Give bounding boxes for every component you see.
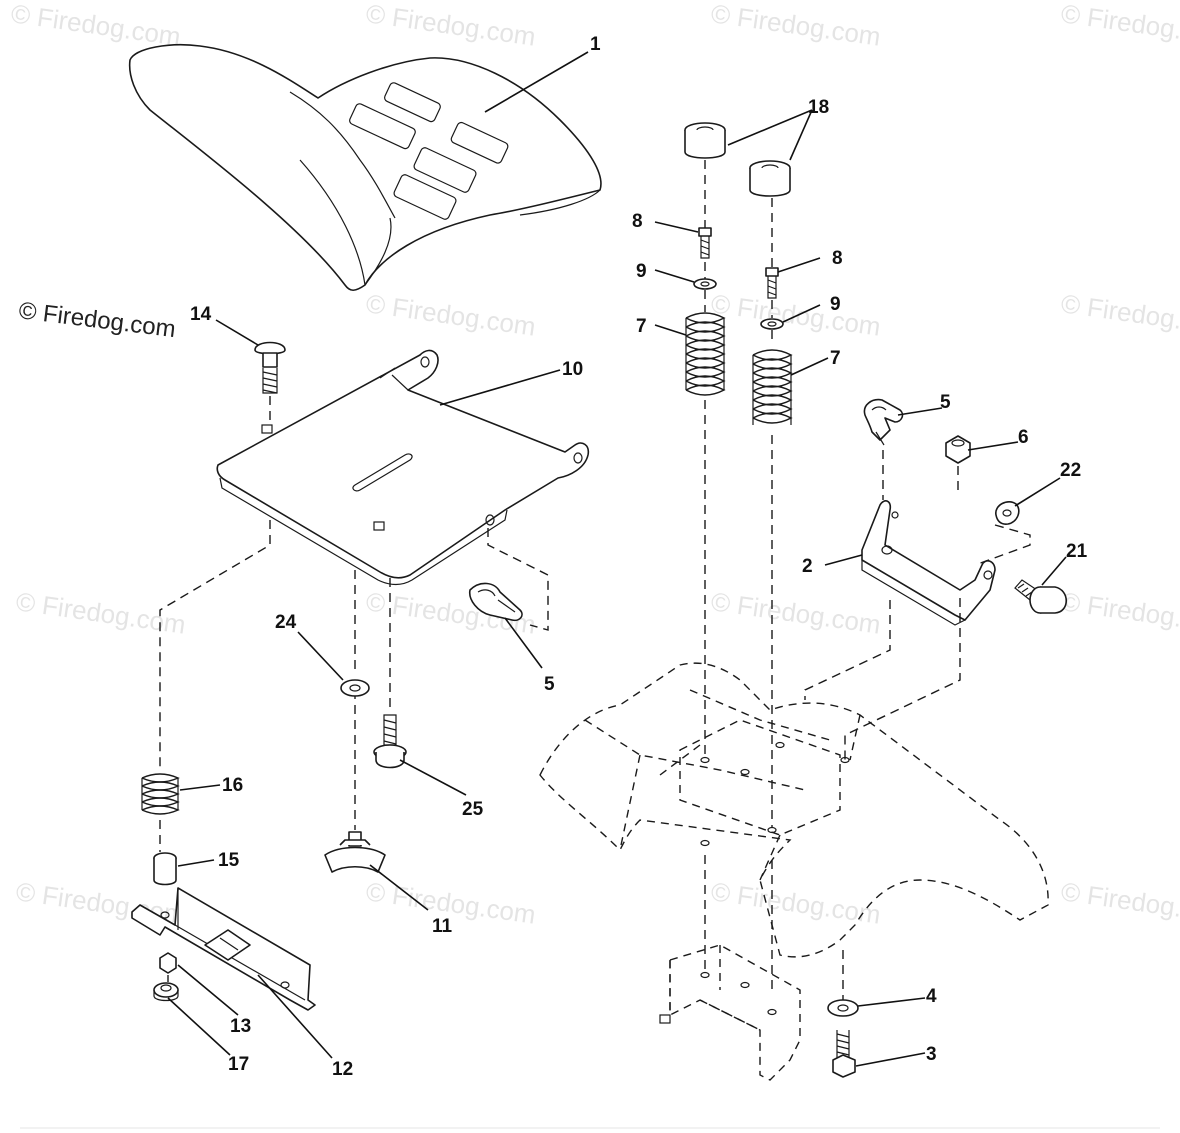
leader-lines <box>167 51 1067 1067</box>
clip-part <box>468 582 523 622</box>
watermark: © Firedog.com <box>709 586 882 639</box>
watermark: © Firedog.com <box>364 0 537 52</box>
coil-spring-part <box>685 312 726 396</box>
callout-label-9-left: 9 <box>636 261 647 282</box>
coil-spring-part <box>752 349 793 425</box>
watermark-layer: © Firedog.com © Firedog.com © Firedog.co… <box>9 0 1180 930</box>
callout-label-2: 2 <box>802 556 813 577</box>
callout-label-16: 16 <box>222 775 243 796</box>
callout-label-4: 4 <box>926 986 937 1007</box>
knob-part <box>324 831 386 873</box>
screw-part <box>765 267 779 299</box>
clip-part <box>863 398 904 446</box>
callout-label-25: 25 <box>462 799 484 820</box>
watermark: © Firedog.com <box>709 0 882 52</box>
watermark: © Firedog.com <box>9 0 182 52</box>
callout-label-15: 15 <box>218 850 240 871</box>
seat-bracket-part <box>131 887 316 1011</box>
callout-label-24: 24 <box>275 612 297 633</box>
callout-label-18: 18 <box>808 97 829 118</box>
callout-label-6: 6 <box>1018 427 1029 448</box>
callout-label-8-right: 8 <box>832 248 843 269</box>
watermark: © Firedog.com <box>364 288 537 341</box>
callout-label-22: 22 <box>1060 460 1081 481</box>
watermark: © Firedog.com <box>1059 876 1180 929</box>
watermark: © Firedog.com <box>14 586 187 639</box>
callout-label-5-right: 5 <box>940 392 951 413</box>
callout-label-10: 10 <box>562 359 583 380</box>
callout-label-7-left: 7 <box>636 316 647 337</box>
callout-label-13: 13 <box>230 1016 251 1037</box>
hex-nut-part <box>945 435 971 464</box>
callout-label-1: 1 <box>590 34 601 55</box>
washer-part <box>760 318 784 330</box>
seat-pan-part <box>216 349 590 586</box>
shoulder-bolt-part <box>373 714 407 769</box>
screw-part <box>698 227 712 259</box>
bushing-part <box>749 160 791 197</box>
frame-support-outline <box>659 944 801 1081</box>
nut-part <box>159 952 177 974</box>
seat-part <box>128 43 602 292</box>
washer-part <box>693 278 717 290</box>
callout-labels: 1 2 3 4 5 5 6 7 7 8 8 9 9 10 11 12 13 14… <box>190 34 1088 1080</box>
callout-label-8-left: 8 <box>632 211 643 232</box>
carriage-bolt-part <box>254 341 286 394</box>
callout-label-12: 12 <box>332 1059 353 1080</box>
mounting-bracket-part <box>861 500 996 626</box>
washer-part <box>827 999 859 1017</box>
callout-label-21: 21 <box>1066 541 1088 562</box>
watermark: © Firedog.com <box>1059 586 1180 639</box>
washer-part <box>340 679 370 697</box>
callout-label-17: 17 <box>228 1054 249 1075</box>
watermark: © Firedog.com <box>709 288 882 341</box>
callout-label-14: 14 <box>190 304 212 325</box>
flange-bolt-part <box>1014 579 1068 614</box>
callout-label-5-left: 5 <box>544 674 555 695</box>
hex-bolt-part <box>832 1030 856 1078</box>
callout-label-9-right: 9 <box>830 294 841 315</box>
watermark: © Firedog.com <box>1059 288 1180 341</box>
flange-nut-part <box>995 500 1020 525</box>
spacer-part <box>153 852 177 886</box>
callout-label-7-right: 7 <box>830 348 841 369</box>
locknut-part <box>153 982 179 1002</box>
callout-label-11: 11 <box>432 916 453 937</box>
watermark: © Firedog.com <box>1059 0 1180 52</box>
copyright-text: © Firedog.com <box>17 297 177 343</box>
bushing-part <box>684 122 726 159</box>
callout-label-3: 3 <box>926 1044 937 1065</box>
fender-outline <box>539 662 1049 958</box>
spring-part <box>141 773 180 815</box>
watermark: © Firedog.com <box>709 876 882 929</box>
